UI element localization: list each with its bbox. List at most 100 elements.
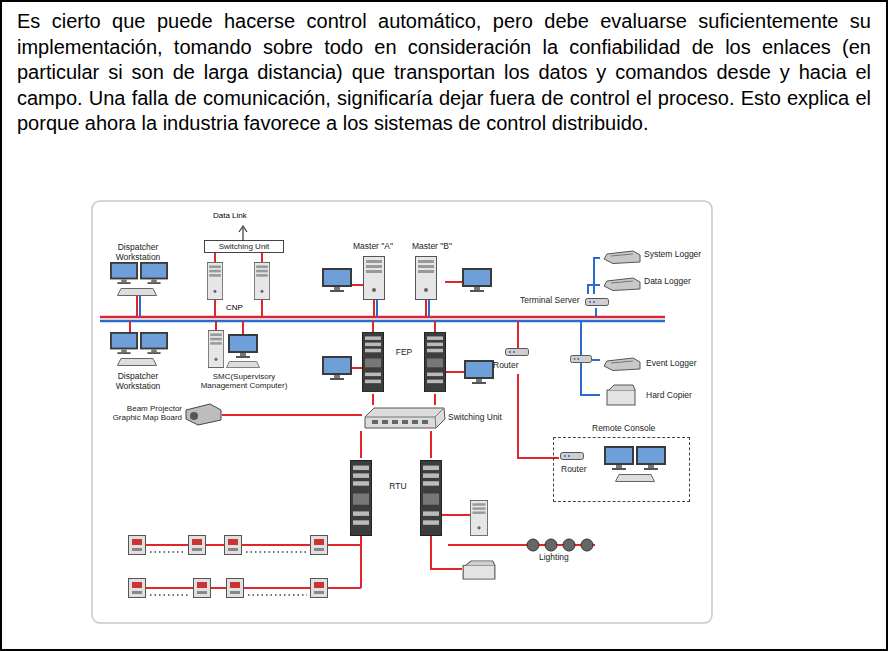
logger: Data Logger	[600, 275, 704, 293]
master-server: Master "B"	[404, 242, 460, 300]
lamp-icon	[581, 539, 593, 551]
printer-icon	[604, 251, 640, 264]
projector: Beam Projector Graphic Map Board	[106, 400, 222, 428]
network-link	[372, 394, 374, 405]
keyboard-icon	[616, 475, 655, 482]
remote-terminal-unit: RTU	[348, 458, 448, 550]
field-device	[311, 536, 328, 555]
logger: System Logger	[600, 248, 704, 266]
keyboard-icon	[226, 361, 259, 367]
workstation: Dispatcher Workstation	[106, 328, 170, 394]
monitor-icon	[140, 332, 168, 354]
monitor-icon	[110, 332, 138, 354]
network-link	[222, 414, 362, 416]
field-device	[227, 579, 244, 598]
router: Router	[493, 346, 533, 374]
rack-icon	[425, 332, 446, 391]
network-link	[430, 431, 432, 458]
node-label: Event Logger	[646, 359, 704, 369]
front-end-processor: FEP	[360, 330, 448, 394]
network-label: CNP	[226, 303, 243, 312]
server-icon	[416, 257, 437, 300]
computer-icon	[208, 330, 223, 367]
paragraph-text: Es cierto que puede hacerse control auto…	[17, 9, 871, 137]
node-label: SMC(Supervisory Management Computer)	[196, 372, 292, 390]
server-icon	[364, 257, 385, 300]
node-label: Router	[561, 465, 595, 475]
network-link	[448, 544, 525, 546]
printer-icon	[604, 358, 640, 371]
node-label: Master "A"	[345, 242, 401, 252]
monitor-icon	[604, 446, 634, 470]
node-label: Remote Console	[592, 424, 662, 434]
printer-icon	[604, 278, 640, 291]
node-label: Hard Copier	[646, 391, 704, 401]
monitor-icon	[322, 356, 352, 380]
field-device	[225, 536, 242, 555]
lamp-icon	[545, 539, 557, 551]
rack-icon	[421, 461, 442, 536]
rack-icon	[363, 332, 384, 391]
cabinet-icon	[470, 500, 487, 535]
lamp-icon	[527, 539, 539, 551]
node-label: Switching Unit	[219, 242, 270, 251]
device-icon	[463, 561, 495, 579]
monitor-icon	[228, 334, 258, 358]
data-link-arrow	[239, 226, 247, 240]
node-label: Terminal Server	[520, 296, 584, 306]
node-label: Switching Unit	[448, 413, 508, 423]
field-device	[311, 579, 328, 598]
node-label: Data Logger	[644, 277, 704, 287]
monitor-icon	[462, 268, 492, 292]
switch-icon	[570, 356, 591, 363]
router: Router	[559, 451, 597, 479]
monitor-icon	[464, 360, 494, 384]
terminal-server: Terminal Server	[520, 294, 610, 308]
node-label: Dispatcher Workstation	[108, 243, 168, 263]
field-device	[189, 536, 206, 555]
copier: Hard Copier	[600, 383, 705, 407]
switch-icon	[365, 408, 445, 428]
workstation: Dispatcher Workstation	[106, 243, 170, 303]
monitor-icon	[636, 446, 666, 470]
monitor-icon	[140, 262, 168, 284]
network-link	[434, 394, 436, 405]
node-label: Lighting	[539, 553, 589, 563]
network-link	[594, 258, 600, 294]
bus-line	[100, 316, 665, 319]
diagram-panel	[92, 201, 712, 623]
lamp-icon	[563, 539, 575, 551]
router-icon	[506, 349, 529, 356]
network-link	[360, 431, 362, 458]
terminal-server-icon	[586, 299, 609, 306]
router-icon	[561, 453, 584, 460]
node-label: FEP	[392, 348, 416, 358]
field-device	[129, 536, 146, 555]
monitor-icon	[322, 268, 352, 292]
keyboard-icon	[118, 359, 157, 366]
network-link	[588, 285, 600, 294]
node-label: System Logger	[644, 250, 704, 260]
remote-console: Remote ConsoleRouter	[553, 437, 690, 502]
field-device	[194, 579, 211, 598]
master-server: Master "A"	[345, 242, 401, 300]
copier-icon	[607, 385, 635, 405]
node-label: RTU	[384, 482, 412, 492]
switching-unit: Switching Unit	[362, 405, 510, 431]
data-link-label: Data Link	[213, 211, 247, 220]
server-icon	[254, 262, 269, 299]
monitor-icon	[110, 262, 138, 284]
logger: Event Logger	[600, 355, 705, 373]
continuation-dots	[150, 552, 307, 595]
lighting: Lighting	[525, 538, 605, 566]
wire	[130, 253, 595, 588]
projector-icon	[186, 404, 221, 425]
field-device	[129, 579, 146, 598]
node-label: Beam Projector Graphic Map Board	[106, 404, 182, 422]
node-label: Router	[493, 361, 529, 371]
supervisory-computer: SMC(Supervisory Management Computer)	[196, 328, 292, 394]
rack-icon	[351, 461, 372, 536]
node-label: Dispatcher Workstation	[108, 372, 168, 392]
node-label: Master "B"	[404, 242, 460, 252]
